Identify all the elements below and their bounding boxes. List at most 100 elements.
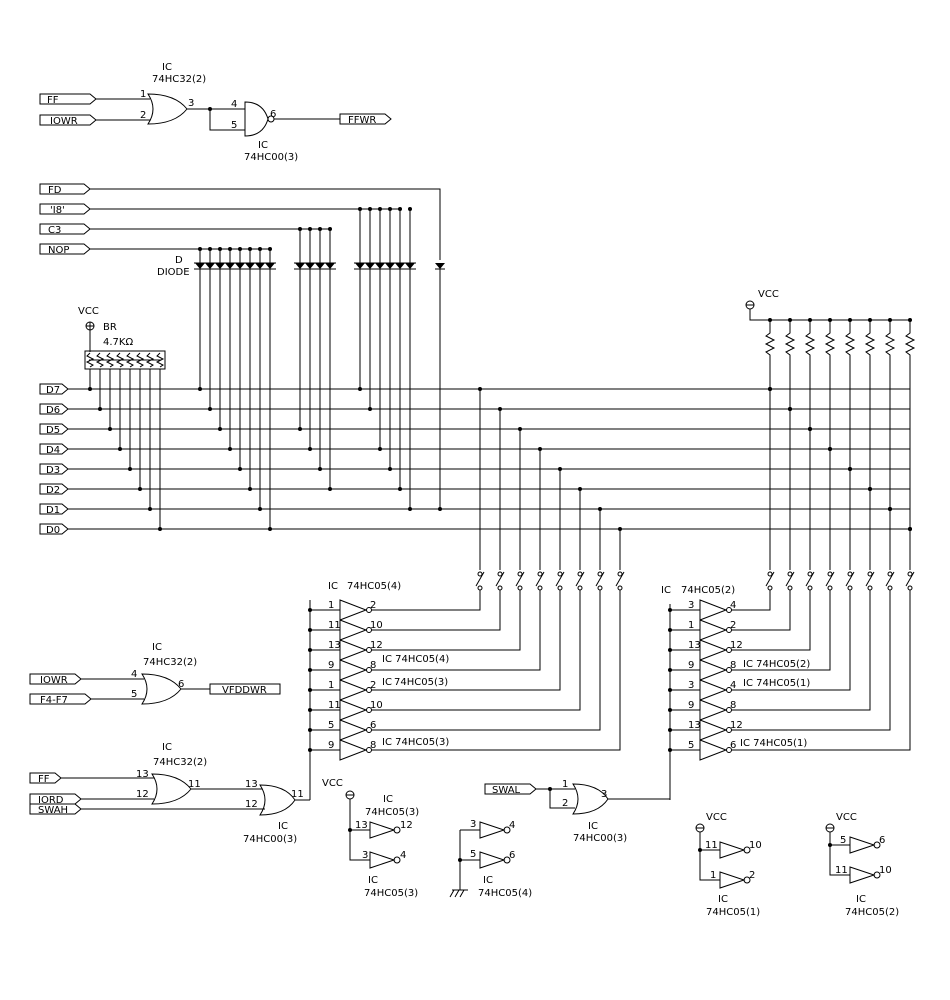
- or-gate-74hc32-top: [147, 93, 188, 125]
- switch-arm: [765, 571, 775, 587]
- svg-text:D4: D4: [46, 445, 60, 456]
- pin-number: 2: [370, 600, 376, 611]
- resistor-array-br: VCC BR 4.7KΩ: [78, 306, 166, 529]
- pin-number: 1: [328, 600, 334, 611]
- svg-text:11: 11: [835, 865, 848, 876]
- pin-number: 3: [688, 680, 694, 691]
- pin-number: 9: [688, 700, 694, 711]
- svg-text:IC: IC: [383, 794, 393, 805]
- output-wire: [731, 725, 891, 731]
- svg-text:VCC: VCC: [706, 812, 727, 823]
- svg-text:3: 3: [601, 789, 607, 800]
- swal-section: SWAL 1 2 3 IC 74HC00(3): [484, 779, 671, 844]
- switch-arm: [885, 571, 895, 587]
- svg-text:IC 74HC05(1): IC 74HC05(1): [740, 738, 807, 749]
- svg-text:D3: D3: [46, 465, 60, 476]
- port-d3: [39, 463, 69, 475]
- resistor-element: [135, 352, 145, 368]
- diode: [305, 263, 315, 269]
- switch-arm: [495, 571, 505, 587]
- output-wire: [371, 625, 501, 631]
- switch-contact: [557, 585, 563, 591]
- svg-text:74HC32(2): 74HC32(2): [153, 757, 207, 768]
- junction-dot: [888, 318, 892, 322]
- switch-contact: [787, 571, 793, 577]
- junction-dot: [408, 507, 412, 511]
- pullup-resistor: [764, 320, 776, 389]
- pin-number: 3: [688, 600, 694, 611]
- svg-text:3: 3: [362, 850, 368, 861]
- pin-number: 11: [328, 700, 341, 711]
- junction-dot: [218, 247, 222, 251]
- svg-text:74HC05(1): 74HC05(1): [706, 907, 760, 918]
- junction-dot: [848, 318, 852, 322]
- switch-contact: [787, 585, 793, 591]
- switch-contact: [867, 571, 873, 577]
- svg-text:IC: IC: [856, 894, 866, 905]
- junction-dot: [118, 447, 122, 451]
- switch-contact: [887, 585, 893, 591]
- svg-text:10: 10: [879, 865, 892, 876]
- port-swah: [29, 803, 82, 815]
- junction-dot: [108, 427, 112, 431]
- svg-text:2: 2: [562, 798, 568, 809]
- svg-text:IC: IC: [661, 585, 671, 596]
- pin-number: 10: [370, 700, 383, 711]
- junction-dot: [218, 427, 222, 431]
- junction-dot: [378, 447, 382, 451]
- or-gate-74hc32-bottom: [151, 773, 192, 805]
- svg-text:2: 2: [140, 110, 146, 121]
- port-f4f7: [29, 693, 92, 705]
- or-gate-74hc32-mid: [141, 673, 182, 705]
- svg-text:11: 11: [188, 779, 201, 790]
- inverter-buffer: [339, 599, 368, 621]
- junction-dot: [268, 247, 272, 251]
- switch-contact: [497, 585, 503, 591]
- svg-text:'I8': 'I8': [50, 205, 65, 216]
- pin-number: 4: [730, 680, 736, 691]
- pin-number: 9: [328, 660, 334, 671]
- svg-text:6: 6: [509, 850, 515, 861]
- output-wire: [731, 645, 811, 651]
- pin-number: 12: [730, 720, 743, 731]
- resistor-element: [145, 352, 155, 368]
- svg-text:3: 3: [470, 819, 476, 830]
- svg-text:IC: IC: [718, 894, 728, 905]
- switch-arm: [905, 571, 915, 587]
- pullup-resistor: [784, 320, 796, 409]
- svg-text:11: 11: [705, 840, 718, 851]
- inverter-buffer: [699, 659, 728, 681]
- diode: [195, 263, 205, 269]
- switch-arm: [825, 571, 835, 587]
- resistor-element: [95, 352, 105, 368]
- diode: [295, 263, 305, 269]
- junction-dot: [138, 487, 142, 491]
- port-iord: [29, 793, 82, 805]
- switch-contact: [767, 585, 773, 591]
- junction-dot: [668, 668, 672, 672]
- svg-text:D7: D7: [46, 385, 60, 396]
- pullup-resistor: [824, 320, 836, 449]
- pin-number: 12: [370, 640, 383, 651]
- switch-arm: [595, 571, 605, 587]
- junction-dot: [308, 748, 312, 752]
- svg-text:IC: IC: [328, 581, 338, 592]
- junction-dot: [768, 318, 772, 322]
- port-ff-2: [29, 772, 62, 784]
- switch-contact: [537, 585, 543, 591]
- port-ff: [39, 93, 97, 105]
- svg-text:SWAH: SWAH: [38, 805, 68, 816]
- svg-text:1: 1: [710, 870, 716, 881]
- port-d6: [39, 403, 69, 415]
- pin-number: 13: [688, 720, 701, 731]
- svg-text:4.7KΩ: 4.7KΩ: [103, 337, 133, 348]
- switch-contact: [597, 585, 603, 591]
- junction-dot: [258, 507, 262, 511]
- switch-contact: [477, 571, 483, 577]
- svg-text:IC 74HC05(1): IC 74HC05(1): [743, 678, 810, 689]
- port-ff-label: FF: [47, 95, 59, 106]
- pin-number: 6: [730, 740, 736, 751]
- port-fd: [39, 183, 91, 195]
- data-bus: D7 D6 D5 D4 D3 D2 D1 D0: [39, 383, 912, 536]
